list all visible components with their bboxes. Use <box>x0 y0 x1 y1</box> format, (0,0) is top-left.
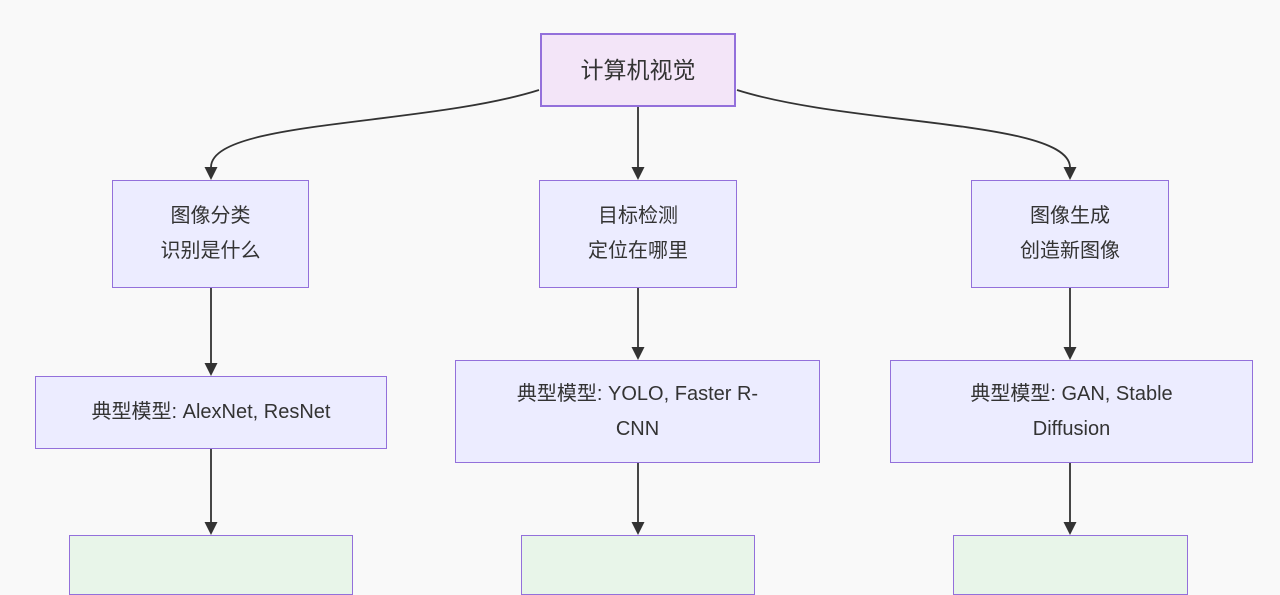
node-generation-leaf-clipped <box>953 535 1188 595</box>
arrowhead-generation-leaf <box>1063 522 1077 535</box>
node-label-continued: CNN <box>615 417 660 440</box>
flowchart-canvas: 计算机视觉 图像分类 识别是什么 目标检测 定位在哪里 图像生成 创造新图像 典… <box>35 33 1253 595</box>
node-label: 目标检测 <box>598 205 678 227</box>
edge-root-to-classification <box>210 89 540 168</box>
node-sublabel: 定位在哪里 <box>588 240 688 262</box>
arrowhead-detection-models <box>631 347 645 360</box>
arrowhead-detection-leaf <box>631 522 645 535</box>
node-label: 典型模型: AlexNet, ResNet <box>91 401 331 423</box>
node-label: 典型模型: GAN, Stable <box>970 382 1173 405</box>
node-computer-vision: 计算机视觉 <box>540 33 736 107</box>
node-sublabel: 识别是什么 <box>160 240 261 262</box>
arrowhead-classification <box>204 167 218 180</box>
node-detection-models: 典型模型: YOLO, Faster R- CNN <box>455 360 820 463</box>
arrowhead-detection <box>631 167 645 180</box>
arrowhead-generation-models <box>1063 347 1077 360</box>
arrowhead-classification-models <box>204 363 218 376</box>
node-detection-leaf-clipped <box>521 535 755 595</box>
node-classification-models: 典型模型: AlexNet, ResNet <box>35 376 387 449</box>
node-object-detection: 目标检测 定位在哪里 <box>539 180 737 288</box>
node-image-classification: 图像分类 识别是什么 <box>112 180 309 288</box>
node-image-generation: 图像生成 创造新图像 <box>971 180 1169 288</box>
node-label: 图像生成 <box>1030 205 1110 227</box>
arrowhead-generation <box>1063 167 1077 180</box>
edge-layer <box>204 89 1077 535</box>
node-generation-models: 典型模型: GAN, Stable Diffusion <box>890 360 1253 463</box>
node-label-continued: Diffusion <box>1032 417 1111 440</box>
node-label: 计算机视觉 <box>580 56 696 83</box>
node-label: 图像分类 <box>170 205 251 227</box>
edge-root-to-generation <box>736 89 1071 168</box>
arrowhead-classification-leaf <box>204 522 218 535</box>
node-classification-leaf-clipped <box>69 535 353 595</box>
node-sublabel: 创造新图像 <box>1020 240 1120 262</box>
node-label: 典型模型: YOLO, Faster R- <box>516 382 759 405</box>
